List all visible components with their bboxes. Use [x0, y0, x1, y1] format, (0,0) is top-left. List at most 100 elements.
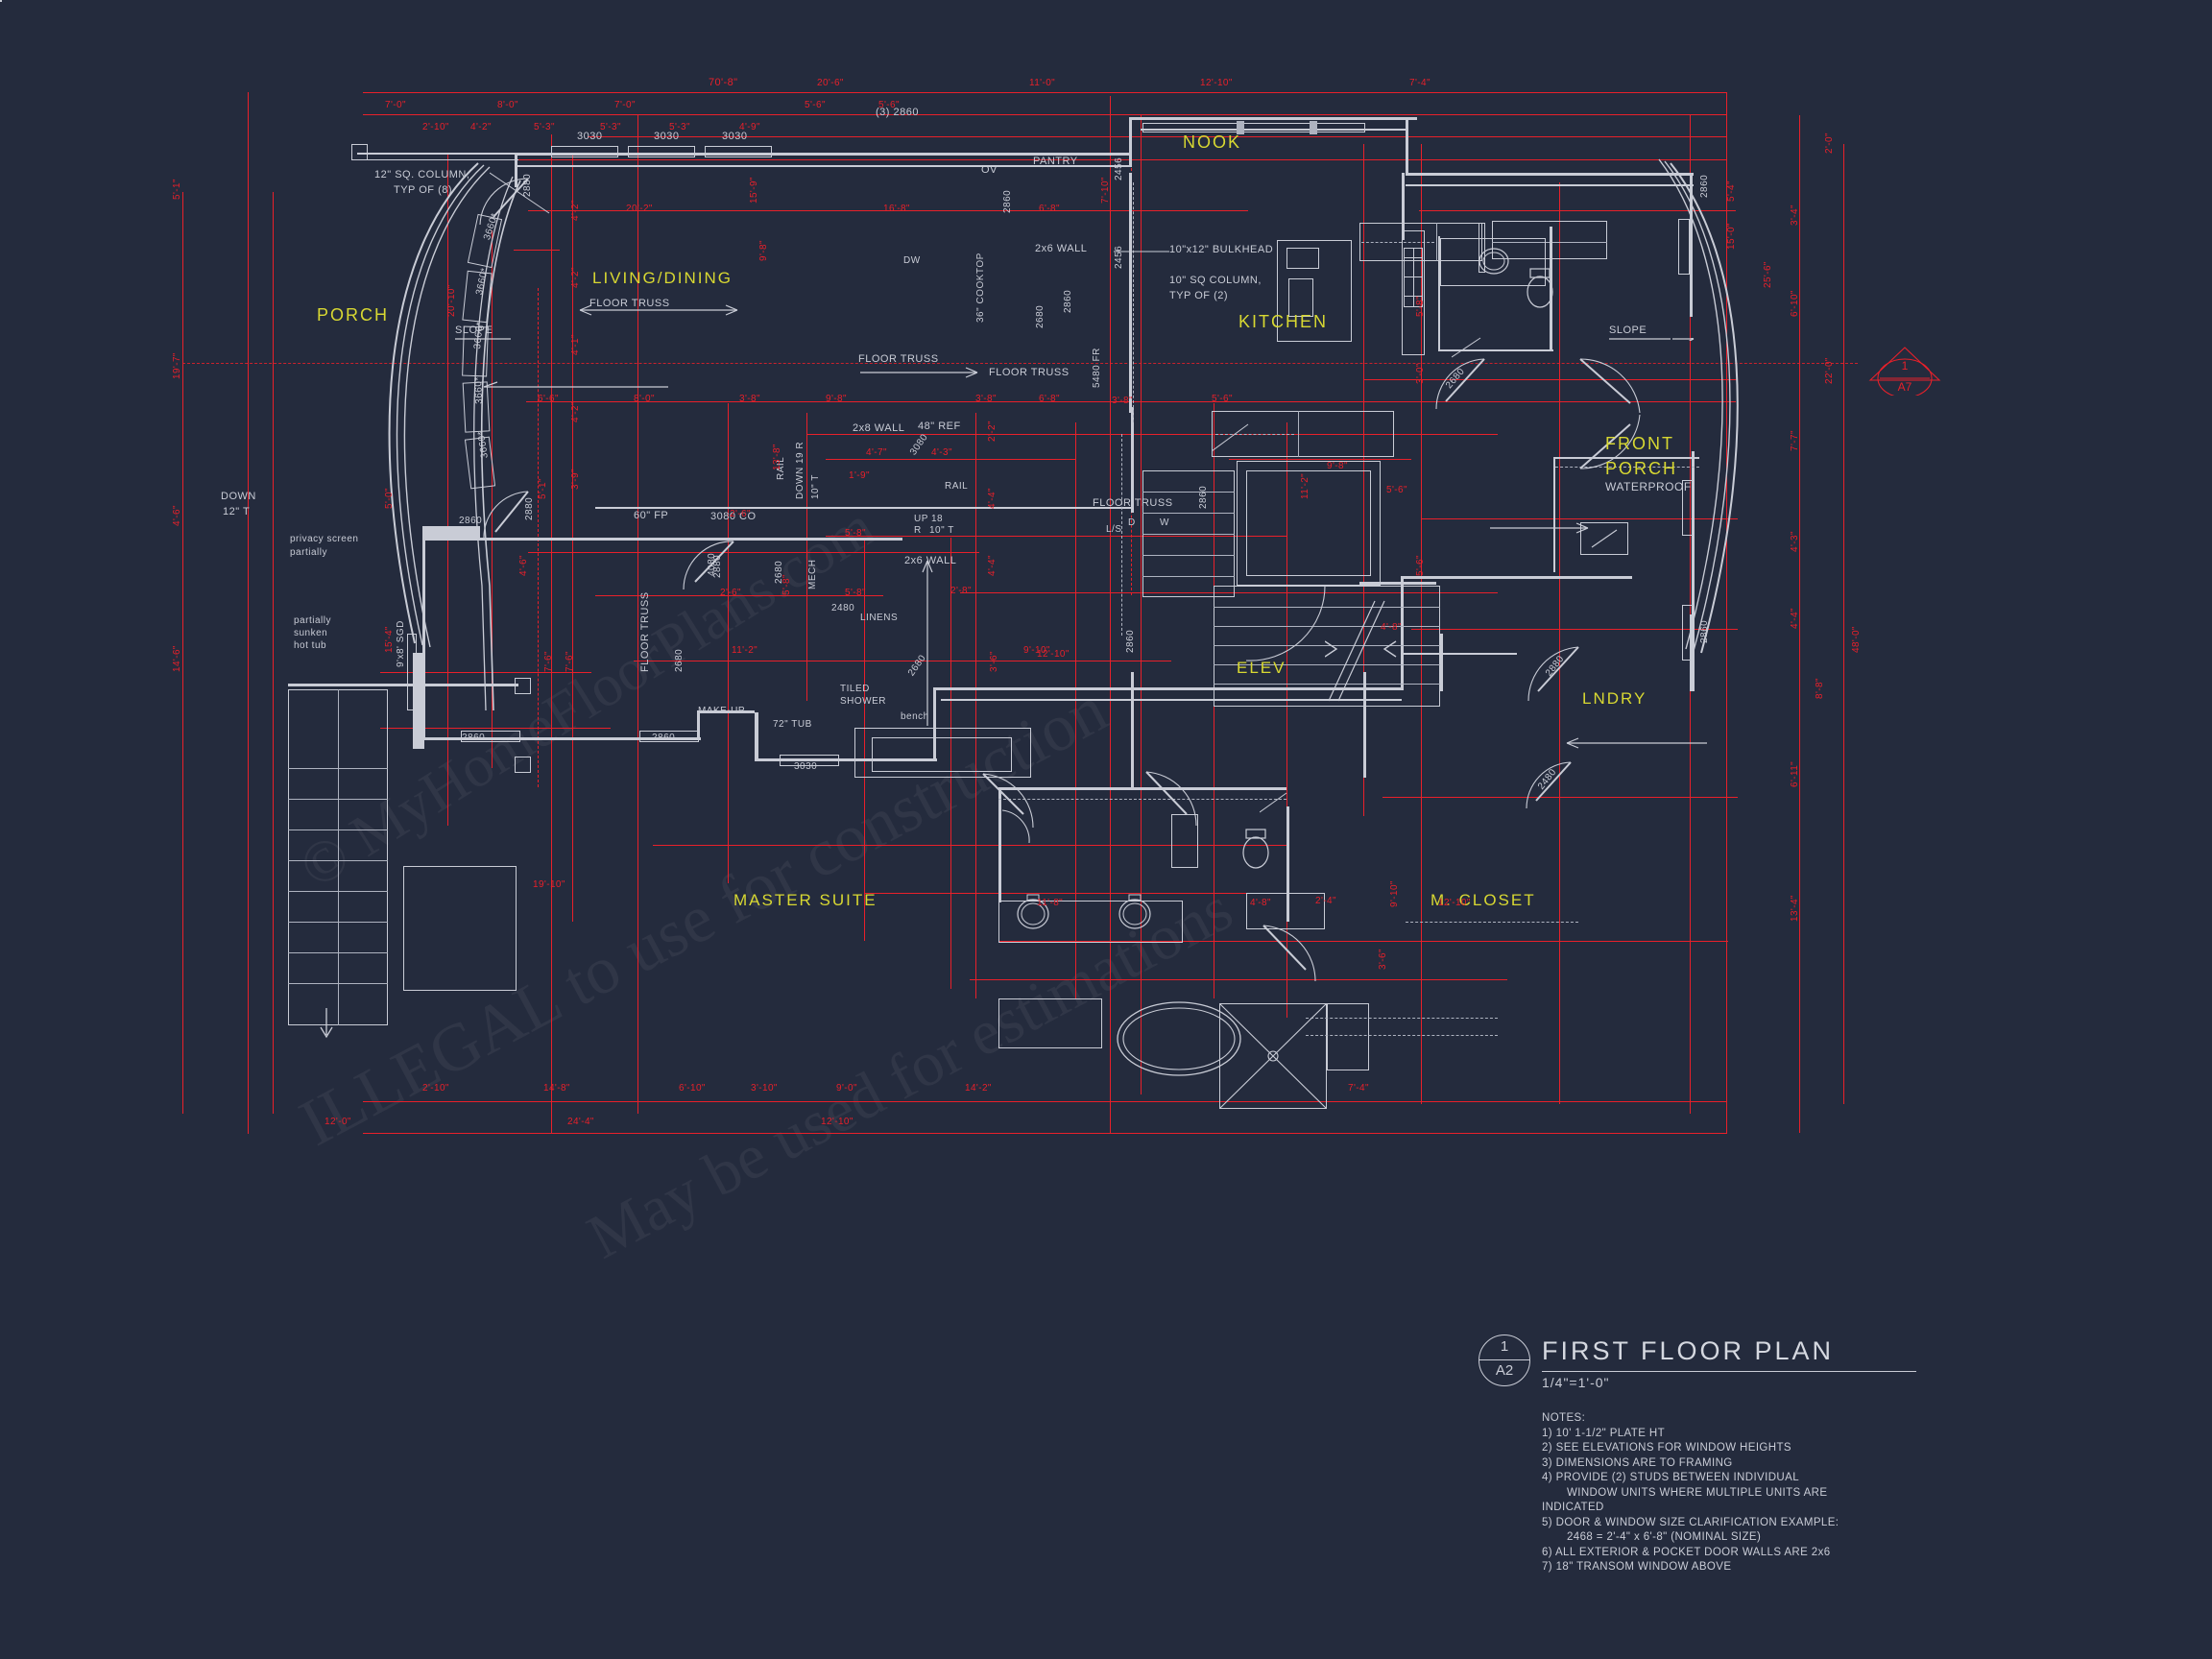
label-floor-truss-kitchen: FLOOR TRUSS [858, 353, 939, 365]
dim-int-19: 13'-8" [772, 444, 782, 470]
wall-kitchen-north-inner [1406, 184, 1694, 186]
dim-top-r1-7: 7'-4" [1409, 78, 1431, 88]
bath-counter-kitchen [1440, 238, 1546, 286]
label-ls: L/S [1106, 524, 1122, 535]
dim-left-4: 14'-6" [172, 645, 182, 672]
wall-bottom-closet [933, 687, 1404, 690]
stair-tread-u4 [1214, 664, 1440, 665]
slope-underline-front [1609, 338, 1695, 341]
dim-chain-v13 [492, 230, 493, 768]
label-bulkhead: 10"x12" BULKHEAD [1169, 244, 1274, 255]
dim-top-r2-1: 2'-10" [422, 122, 449, 132]
label-up-18-r: R [914, 525, 922, 536]
dim-int-18: 4'-3" [931, 447, 952, 458]
rail-dash-left [1121, 434, 1122, 636]
wall-int-11 [1402, 173, 1405, 240]
label-48-ref: 48" REF [918, 421, 961, 432]
wall-master-north [422, 538, 902, 541]
dim-right-8: 8'-8" [1815, 678, 1825, 699]
dim-bot-r1-4: 3'-10" [751, 1083, 778, 1094]
wall-nook-east [1406, 117, 1408, 175]
dim-chain-h6 [826, 459, 1075, 460]
dim-chain-h22 [514, 250, 560, 251]
dim-right-1: 2'-0" [1824, 132, 1835, 154]
column-privacy-2 [515, 757, 531, 773]
tag-2860-s1: 2860 [462, 733, 486, 743]
wall-closet-east [1401, 576, 1404, 689]
ref-divider [1298, 411, 1299, 457]
dim-int-5: 6'-8" [1039, 204, 1060, 214]
note-2: 2) SEE ELEVATIONS FOR WINDOW HEIGHTS [1542, 1442, 1791, 1454]
dim-int-30: 11'-8" [1037, 898, 1064, 908]
dim-bot-r1-5: 9'-0" [836, 1083, 857, 1094]
dim-chain-v8 [806, 413, 807, 701]
dim-chain-v16 [864, 538, 865, 941]
label-shower: SHOWER [840, 696, 886, 707]
dim-chain-h21 [1411, 629, 1738, 630]
dim-bot-r1-2: 14'-8" [543, 1083, 570, 1094]
tag-2860-lndry-e: 2860 [1198, 485, 1209, 509]
dim-chain-h3 [1419, 210, 1736, 211]
dim-bot-r2-3: 12'-10" [821, 1117, 854, 1127]
dim-int-25: 2'-8" [950, 586, 972, 596]
sheet-title: FIRST FLOOR PLAN [1542, 1336, 1835, 1365]
dim-int-52: 5'-8" [1415, 296, 1426, 317]
wall-kitchen-north [1406, 173, 1694, 176]
ls-diagonal [1591, 529, 1618, 548]
dim-int-10: 9'-8" [826, 394, 847, 404]
dim-chain-v4 [1141, 115, 1142, 1094]
section-marker-a7[interactable]: 1 A7 [1866, 342, 1943, 399]
column-privacy-1 [515, 678, 531, 694]
door-swing-2880-lndry [1527, 646, 1579, 702]
label-floor-truss-master: FLOOR TRUSS [639, 591, 651, 672]
toilet-master [1242, 829, 1269, 869]
dim-chain-h15 [998, 941, 1728, 942]
wall-master-west [422, 538, 425, 739]
dim-chain-v12 [447, 154, 448, 826]
label-up-18-t: 10" T [929, 525, 954, 536]
ref-dash [1215, 434, 1294, 435]
dim-int-46: 4'-2" [570, 401, 581, 422]
label-rail-right: RAIL [945, 481, 969, 492]
wall-int-9 [1402, 653, 1517, 655]
closet-shelf-2 [1306, 1035, 1498, 1036]
window-2860-s2 [639, 731, 699, 742]
note-4: 4) PROVIDE (2) STUDS BETWEEN INDIVIDUAL [1542, 1472, 1799, 1483]
dim-chain-v14 [1075, 422, 1076, 998]
dim-int-45: 4'-1" [570, 334, 581, 355]
label-2x8-wall: 2x8 WALL [853, 422, 905, 434]
room-label-nook: NOOK [1183, 132, 1242, 152]
elevator-shaft-inner [1246, 470, 1371, 576]
wall-int-12 [1550, 227, 1552, 351]
door-swing-2480-lndry2 [1526, 761, 1572, 809]
dim-int-41: 15'-4" [384, 626, 395, 653]
detail-bubble-sheet: A2 [1495, 1362, 1514, 1379]
dim-int-43: 4'-2" [570, 200, 581, 221]
tag-2456-1: 2456 [1114, 156, 1124, 180]
wall-living-south [595, 507, 1133, 509]
label-pantry: PANTRY [1033, 156, 1078, 167]
counter-oven-run [1359, 223, 1482, 261]
column-porch-nw [351, 144, 368, 160]
fireplace-60 [872, 737, 1012, 772]
dim-int-42: 20'-10" [446, 284, 457, 317]
notes-heading: NOTES: [1542, 1412, 1586, 1424]
detail-bubble[interactable]: 1 A2 [1479, 1334, 1530, 1386]
shower-drain-cross [1219, 1003, 1327, 1109]
floor-truss-arrow-kitchen [860, 367, 978, 378]
tag-3-2860: (3) 2860 [876, 107, 919, 118]
label-column-typ2-line1: 10" SQ COLUMN, [1169, 275, 1262, 286]
dim-line-right-2 [1799, 115, 1800, 1133]
fireplace-surround [854, 728, 1031, 778]
door-2680-pantry [1479, 223, 1485, 273]
wall-tub-bottom [755, 758, 937, 761]
slope-arrow-porch [483, 381, 668, 388]
dim-line-bottom-1 [363, 1101, 1726, 1102]
ext-stair-arrow [320, 1008, 333, 1039]
note-4-cont2: INDICATED [1542, 1502, 1604, 1513]
label-column-typ8-line2: TYP OF (8) [394, 184, 453, 196]
wall-int-4 [998, 787, 1001, 902]
dim-int-56: 11'-2" [1300, 472, 1310, 499]
note-5-cont: 2468 = 2'-4" x 6'-8" (NOMINAL SIZE) [1567, 1531, 1762, 1543]
dim-chain-h18 [970, 979, 1507, 980]
